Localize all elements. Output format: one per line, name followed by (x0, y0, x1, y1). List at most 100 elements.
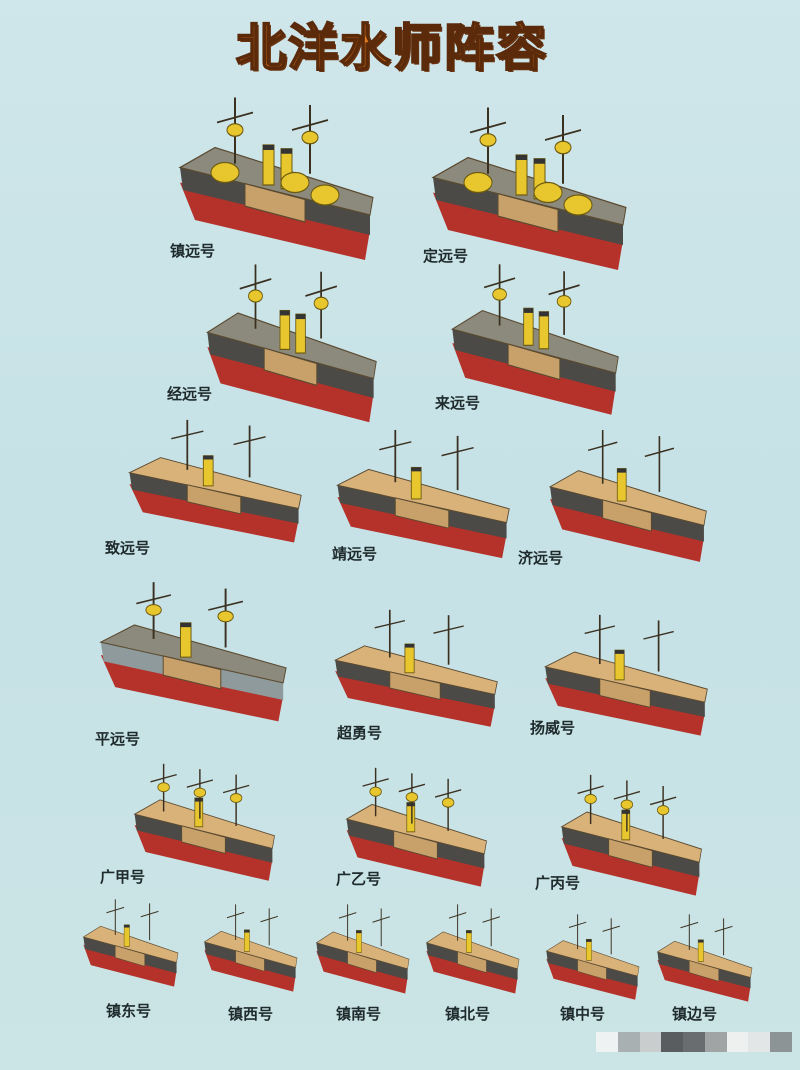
yard (140, 910, 159, 918)
fighting-top (301, 130, 319, 145)
funnel (466, 930, 472, 953)
funnel (262, 144, 275, 186)
superstructure (393, 830, 438, 860)
hull-lower (346, 830, 485, 887)
superstructure (602, 499, 652, 532)
deck (548, 470, 707, 526)
hull-lower (180, 182, 370, 260)
yard (448, 912, 467, 919)
superstructure (457, 951, 487, 974)
hull-lower (546, 959, 638, 1000)
ship-7 (548, 430, 707, 562)
ship-1 (178, 97, 374, 260)
deck (336, 468, 510, 524)
funnel-cap (295, 314, 306, 320)
funnel-cap (534, 158, 545, 164)
funnel (295, 313, 306, 354)
gun-turret (280, 171, 310, 194)
deck (656, 940, 753, 978)
yard (186, 779, 214, 788)
funnel (406, 802, 416, 833)
superstructure (497, 192, 559, 233)
superstructure (608, 838, 653, 868)
yard (372, 916, 390, 923)
fighting-top (248, 289, 263, 303)
yard (260, 915, 278, 923)
fighting-top (441, 797, 455, 808)
hull-lower (545, 678, 705, 736)
funnel (523, 307, 534, 346)
ship-10 (543, 614, 708, 736)
ship-12 (345, 767, 487, 887)
deck (333, 645, 498, 695)
hull-lower (134, 825, 273, 881)
hull-lower (83, 945, 177, 987)
ship-label: 镇南号 (336, 1005, 382, 1023)
ship-label: 扬威号 (530, 719, 576, 737)
superstructure (263, 347, 318, 387)
funnel-cap (621, 810, 630, 814)
yard (649, 796, 677, 806)
funnel (194, 797, 204, 828)
deck (82, 925, 179, 963)
funnel-cap (586, 939, 592, 942)
yard (483, 277, 516, 289)
yard (433, 625, 464, 634)
gun-turret (533, 181, 563, 204)
fighting-top (369, 786, 382, 797)
yard (216, 111, 254, 124)
funnel (538, 311, 550, 350)
ship-18 (545, 914, 640, 1000)
ship-label: 镇远号 (170, 242, 216, 260)
hull-lower (316, 951, 408, 994)
ship-17 (425, 904, 520, 994)
yard (233, 436, 266, 446)
ship-label: 靖远号 (332, 545, 378, 563)
fighting-top (229, 793, 243, 803)
ship-label: 镇东号 (106, 1002, 152, 1020)
superstructure (235, 950, 265, 972)
ship-label: 超勇号 (337, 724, 383, 742)
yard (680, 921, 699, 929)
ship-3 (205, 264, 377, 423)
yard (568, 921, 587, 928)
fighting-top (584, 793, 597, 805)
deck (543, 651, 708, 703)
gun-turret (210, 161, 240, 184)
funnel-cap (356, 930, 362, 934)
hull-lower (204, 950, 296, 992)
superstructure (689, 960, 719, 982)
funnel-cap (523, 308, 534, 313)
fighting-top (217, 610, 234, 623)
deck (315, 931, 410, 970)
fighting-top (145, 604, 162, 616)
deck (425, 931, 520, 970)
superstructure (507, 343, 561, 381)
yard (398, 783, 426, 793)
fighting-top (157, 782, 170, 793)
yard (584, 625, 616, 635)
deck (450, 309, 619, 374)
yard (291, 119, 329, 131)
yard (548, 284, 580, 296)
funnel (586, 938, 592, 961)
funnel (515, 154, 528, 196)
superstructure (181, 825, 226, 855)
ship-label: 广乙号 (336, 870, 382, 888)
gun-turret (463, 171, 493, 194)
funnel-cap (203, 455, 214, 460)
funnel-cap (516, 155, 527, 160)
yard (577, 785, 604, 795)
funnel (410, 466, 422, 500)
ship-label: 广丙号 (535, 874, 581, 892)
superstructure (599, 678, 651, 708)
yard (106, 906, 125, 914)
yard (305, 285, 338, 297)
yard (441, 446, 474, 457)
hull-lower (337, 497, 507, 559)
yard (544, 129, 582, 141)
hull-lower (433, 192, 623, 270)
funnel-cap (281, 148, 292, 154)
ship-6 (336, 429, 510, 559)
yard (482, 916, 500, 923)
